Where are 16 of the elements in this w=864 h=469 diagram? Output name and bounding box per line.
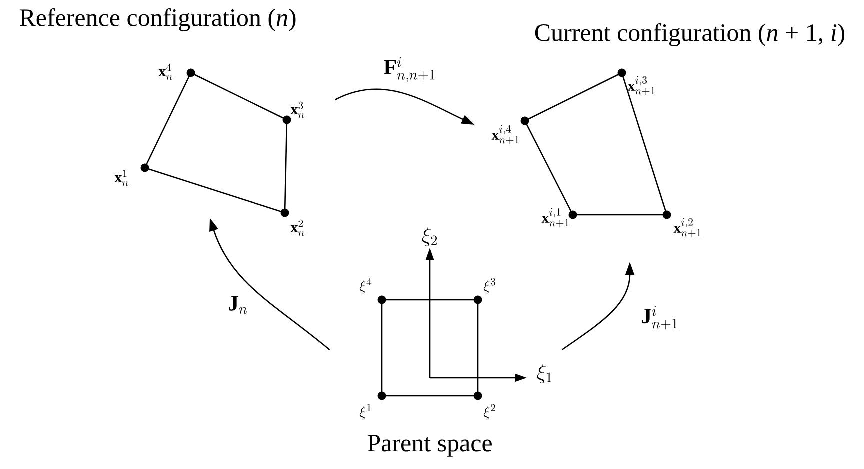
vertex-label: $\mathbf{x}_{n+1}^{i,2}$ <box>674 218 701 238</box>
vertex-label: $\mathbf{x}_{n}^{2}$ <box>290 220 304 236</box>
axis-label: $\xi_1$ <box>537 364 552 384</box>
vertex-label: $\xi^1$ <box>360 404 372 420</box>
edge-label: $\mathbf{J}^{i}_{n+1}$ <box>640 305 680 331</box>
edge-label: $\mathbf{J}_{n}$ <box>227 295 249 315</box>
heading: Current configuration (n + 1, i) <box>535 24 845 46</box>
heading: Reference configuration (n) <box>20 8 296 32</box>
vertex-label: $\mathbf{x}_{n}^{3}$ <box>290 102 304 118</box>
edge-label: $\mathbf{F}^{i}_{n,n+1}$ <box>382 56 438 84</box>
vertex-label: $\xi^3$ <box>484 278 496 294</box>
vertex-label: $\mathbf{x}_{n}^{1}$ <box>114 170 128 186</box>
vertex-label: $\xi^4$ <box>360 278 372 294</box>
vertex-label: $\mathbf{x}_{n+1}^{i,4}$ <box>492 125 519 144</box>
heading: Parent space <box>368 435 492 457</box>
vertex-label: $\xi^2$ <box>484 404 496 420</box>
